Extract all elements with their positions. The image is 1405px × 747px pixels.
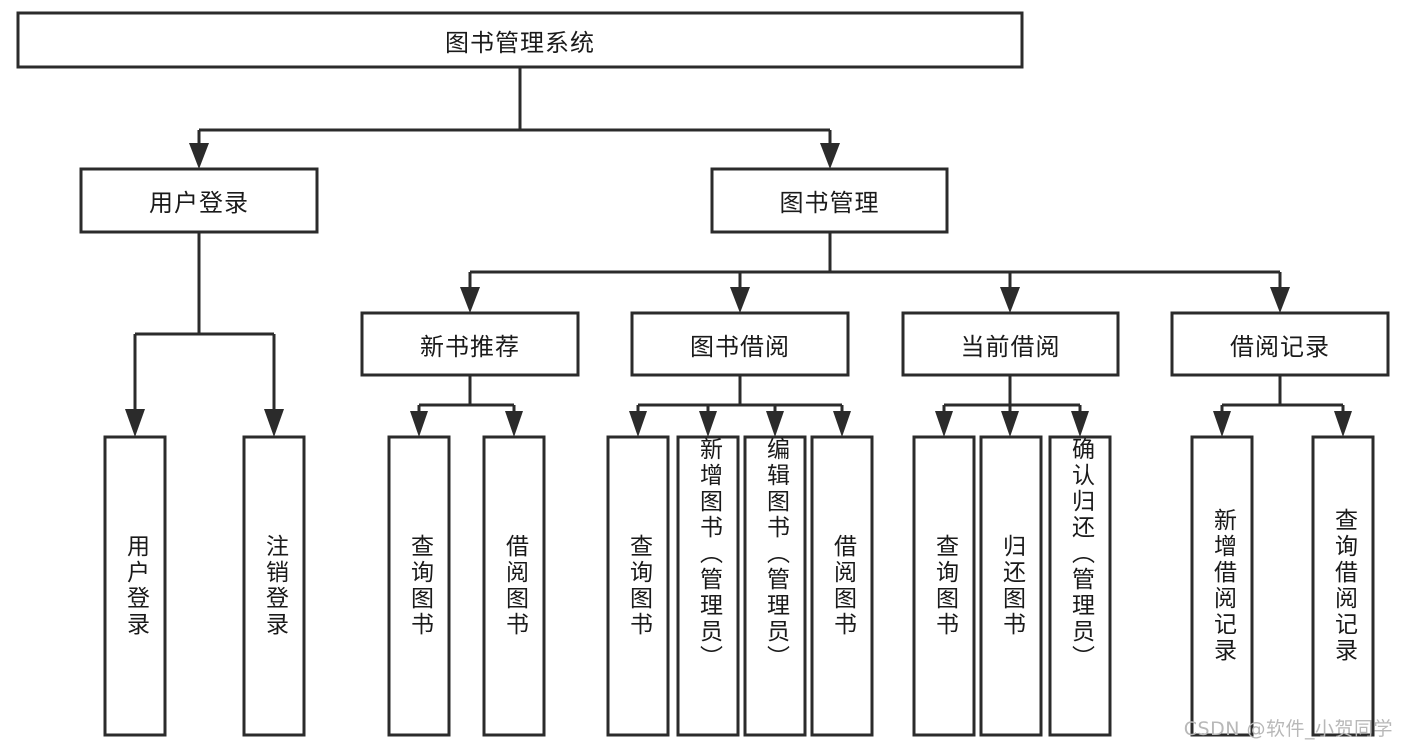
leaf-box-book-borrow-1[interactable]	[676, 435, 740, 737]
node-box-root[interactable]	[16, 11, 1024, 69]
leaf-box-book-borrow-0[interactable]	[606, 435, 670, 737]
connector-group-root	[189, 67, 840, 169]
arrow-head-level3-current-borrow	[1000, 287, 1020, 313]
arrow-head-leaf-borrow-record-0	[1213, 411, 1231, 437]
leaf-box-user-login-0[interactable]	[103, 435, 167, 737]
arrow-head-book-manage	[820, 143, 840, 169]
arrow-head-leaf-book-borrow-1	[699, 411, 717, 437]
leaf-box-current-borrow-2[interactable]	[1048, 435, 1112, 737]
arrow-head-leaf-current-borrow-0	[935, 411, 953, 437]
arrow-head-user-login	[189, 143, 209, 169]
leaf-box-borrow-record-0[interactable]	[1190, 435, 1254, 737]
leaf-box-current-borrow-1[interactable]	[979, 435, 1043, 737]
connector-group-user-login	[125, 232, 284, 437]
node-box-borrow-record[interactable]	[1170, 311, 1390, 377]
connector-group-current-borrow	[935, 375, 1089, 437]
node-box-new-book-recommend[interactable]	[360, 311, 580, 377]
leaf-box-book-borrow-3[interactable]	[810, 435, 874, 737]
leaf-box-new-book-0[interactable]	[387, 435, 451, 737]
leaf-box-new-book-1[interactable]	[482, 435, 546, 737]
arrow-head-leaf-new-book-0	[410, 411, 428, 437]
leaf-box-book-borrow-2[interactable]	[743, 435, 807, 737]
arrow-head-level3-book-borrow	[730, 287, 750, 313]
arrow-head-leaf-borrow-record-1	[1334, 411, 1352, 437]
arrow-head-leaf-new-book-1	[505, 411, 523, 437]
node-box-current-borrow[interactable]	[901, 311, 1120, 377]
leaf-box-borrow-record-1[interactable]	[1311, 435, 1375, 737]
arrow-head-level3-new-book	[460, 287, 480, 313]
leaf-box-user-login-1[interactable]	[242, 435, 306, 737]
arrow-head-leaf-current-borrow-1	[1001, 411, 1019, 437]
arrow-head-leaf-user-login-0	[125, 409, 145, 437]
node-box-book-borrow[interactable]	[630, 311, 850, 377]
node-box-user-login[interactable]	[79, 167, 319, 234]
arrow-head-leaf-book-borrow-3	[833, 411, 851, 437]
connector-group-book-manage	[460, 232, 1290, 313]
arrow-head-leaf-book-borrow-0	[629, 411, 647, 437]
arrow-head-leaf-current-borrow-2	[1071, 411, 1089, 437]
arrow-head-leaf-book-borrow-2	[766, 411, 784, 437]
arrow-head-level3-borrow-record	[1270, 287, 1290, 313]
csdn-watermark: CSDN @软件_小贺同学	[1183, 718, 1393, 740]
arrow-head-leaf-user-login-1	[264, 409, 284, 437]
connector-group-book-borrow	[629, 375, 851, 437]
connector-group-new-book-recommend	[410, 375, 523, 437]
node-box-book-manage[interactable]	[710, 167, 949, 234]
leaf-box-current-borrow-0[interactable]	[912, 435, 976, 737]
connector-group-borrow-record	[1213, 375, 1352, 437]
